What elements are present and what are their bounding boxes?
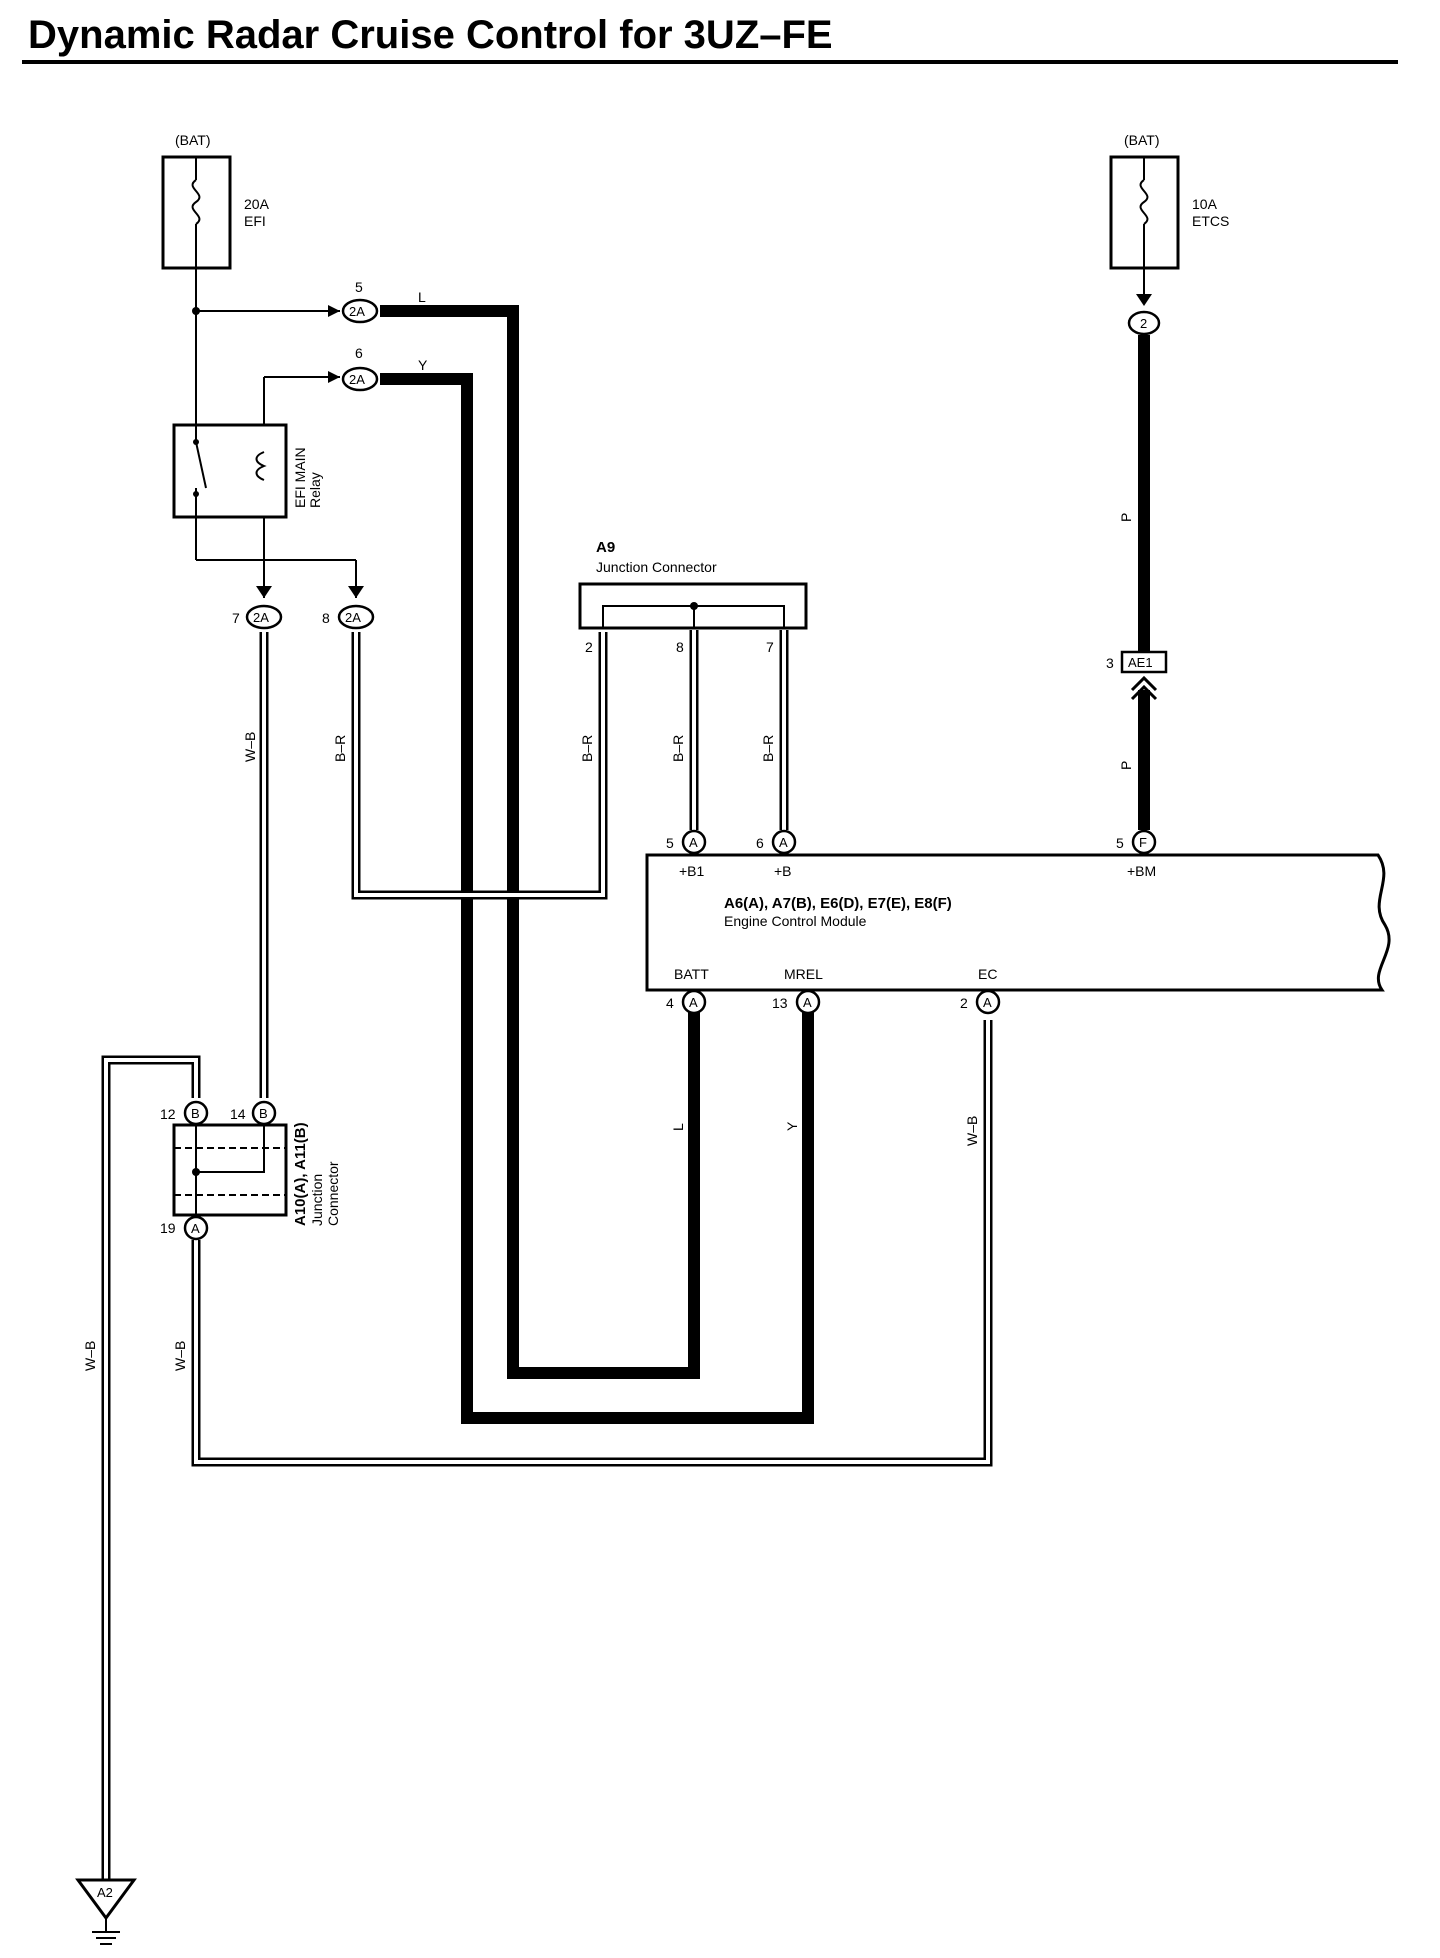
ecm-pin-b1: 5 A +B1 [666, 829, 707, 879]
diagram-label: +B1 [679, 863, 705, 879]
diagram-label: 7 [232, 610, 240, 626]
wire-label-br-2: B–R [579, 735, 595, 762]
diagram-label: AE1 [1128, 655, 1153, 670]
junction-a10-line2: Junction [309, 1174, 325, 1226]
wire-label-br-junction-7: B–R [760, 735, 776, 762]
junction-a9-pin-2: 2 [585, 639, 593, 655]
wire-label-br-junction-8: B–R [670, 735, 686, 762]
diagram-label: B [259, 1106, 268, 1121]
ecm-pin-ec: EC 2 A [960, 966, 1001, 1015]
ecm-pin-bm: 5 F +BM [1116, 829, 1157, 879]
diagram-label: 13 [772, 995, 788, 1011]
diagram-label: A [803, 995, 812, 1010]
junction-a9-pin-8: 8 [676, 639, 684, 655]
wire-label-wb-7: W–B [242, 732, 258, 762]
wire-br-8 [351, 632, 608, 900]
diagram-label: 2A [345, 610, 361, 625]
diagram-title: Dynamic Radar Cruise Control for 3UZ–FE [28, 13, 833, 57]
connector-ae1: 3 AE1 [1106, 650, 1168, 701]
wire-label-wb-ground: W–B [82, 1341, 98, 1371]
diagram-label: B [191, 1106, 200, 1121]
diagram-label: 12 [160, 1106, 176, 1122]
diagram-label: 8 [322, 610, 330, 626]
diagram-label: 5 [1116, 835, 1124, 851]
junction-a9-pin-7: 7 [766, 639, 774, 655]
diagram-label: 2A [349, 304, 365, 319]
relay-type: Relay [307, 472, 323, 508]
diagram-label: 2 [960, 995, 968, 1011]
fuse-etcs-source: (BAT) [1124, 132, 1160, 148]
diagram-label: BATT [674, 966, 709, 982]
connector-b12: 12 B [160, 1100, 209, 1126]
wire-label-y-top: Y [418, 357, 428, 373]
connector-2a-8: 8 2A [322, 604, 375, 630]
connector-2a-6: 6 2A [341, 345, 379, 392]
diagram-label: A [983, 995, 992, 1010]
wire-br-junction [689, 630, 789, 830]
fuse-etcs: (BAT) 10A ETCS [1109, 132, 1229, 306]
wire-label-l-top: L [418, 289, 426, 305]
efi-main-relay: EFI MAIN Relay [172, 423, 323, 519]
diagram-label: 4 [666, 995, 674, 1011]
junction-a9: A9 Junction Connector 2 8 7 [578, 539, 808, 655]
connector-etcs-2: 2 [1127, 310, 1161, 336]
diagram-label: 6 [355, 345, 363, 361]
connector-2a-7: 7 2A [232, 604, 283, 630]
ecm-pin-batt: BATT 4 A [666, 966, 709, 1015]
wire-label-wb-19: W–B [172, 1341, 188, 1371]
diagram-label: A [779, 835, 788, 850]
diagram-label: +BM [1127, 863, 1156, 879]
diagram-label: 2A [349, 372, 365, 387]
diagram-label: EC [978, 966, 997, 982]
junction-a9-name: Junction Connector [596, 559, 717, 575]
wire-l [380, 305, 700, 1379]
wire-label-y-ecm: Y [784, 1121, 800, 1131]
diagram-label: MREL [784, 966, 823, 982]
ecm-pin-b: 6 A +B [756, 829, 797, 879]
engine-control-module: A6(A), A7(B), E6(D), E7(E), E8(F) Engine… [645, 853, 1391, 992]
connector-2a-5: 5 2A [341, 279, 379, 324]
fuse-etcs-name: ETCS [1192, 213, 1229, 229]
connector-a19: 19 A [160, 1215, 209, 1241]
relay-name: EFI MAIN [292, 447, 308, 508]
junction-a10-a11: A10(A), A11(B) Junction Connector [172, 1122, 341, 1226]
diagram-label: 6 [756, 835, 764, 851]
fuse-efi-name: EFI [244, 213, 266, 229]
wire-label-br-8: B–R [332, 735, 348, 762]
diagram-label: 2A [253, 610, 269, 625]
fuse-efi-source: (BAT) [175, 132, 211, 148]
fuse-efi-rating: 20A [244, 196, 270, 212]
diagram-label: A [689, 835, 698, 850]
wire-label-l-ecm: L [670, 1123, 686, 1131]
ground-a2-label: A2 [97, 1885, 113, 1900]
junction-a10-code: A10(A), A11(B) [292, 1122, 309, 1226]
ground-a2: A2 [75, 1878, 137, 1945]
wire-label-wb-ec: W–B [964, 1116, 980, 1146]
diagram-label: A [191, 1221, 200, 1236]
diagram-label: F [1139, 835, 1147, 850]
wire-wb-19 [191, 1020, 993, 1467]
fuse-etcs-rating: 10A [1192, 196, 1218, 212]
diagram-label: +B [774, 863, 792, 879]
diagram-label: 14 [230, 1106, 246, 1122]
wire-y [380, 373, 814, 1424]
diagram-label: 5 [355, 279, 363, 295]
diagram-label: 5 [666, 835, 674, 851]
wire-label-p-bottom: P [1118, 761, 1134, 770]
diagram-label: 2 [1140, 316, 1147, 331]
ecm-pin-mrel: MREL 13 A [772, 966, 823, 1015]
diagram-label: A [689, 995, 698, 1010]
wire-label-p-top: P [1118, 513, 1134, 522]
fuse-efi: (BAT) 20A EFI [161, 132, 270, 270]
ecm-name: Engine Control Module [724, 913, 867, 929]
diagram-label: 3 [1106, 655, 1114, 671]
diagram-label: 19 [160, 1220, 176, 1236]
junction-a9-code: A9 [596, 539, 615, 556]
connector-b14: 14 B [230, 1100, 277, 1126]
junction-a10-line3: Connector [325, 1161, 341, 1226]
wire-wb-12 [101, 1055, 201, 1880]
ecm-code: A6(A), A7(B), E6(D), E7(E), E8(F) [724, 895, 952, 912]
efi-feed-wires [192, 268, 357, 598]
